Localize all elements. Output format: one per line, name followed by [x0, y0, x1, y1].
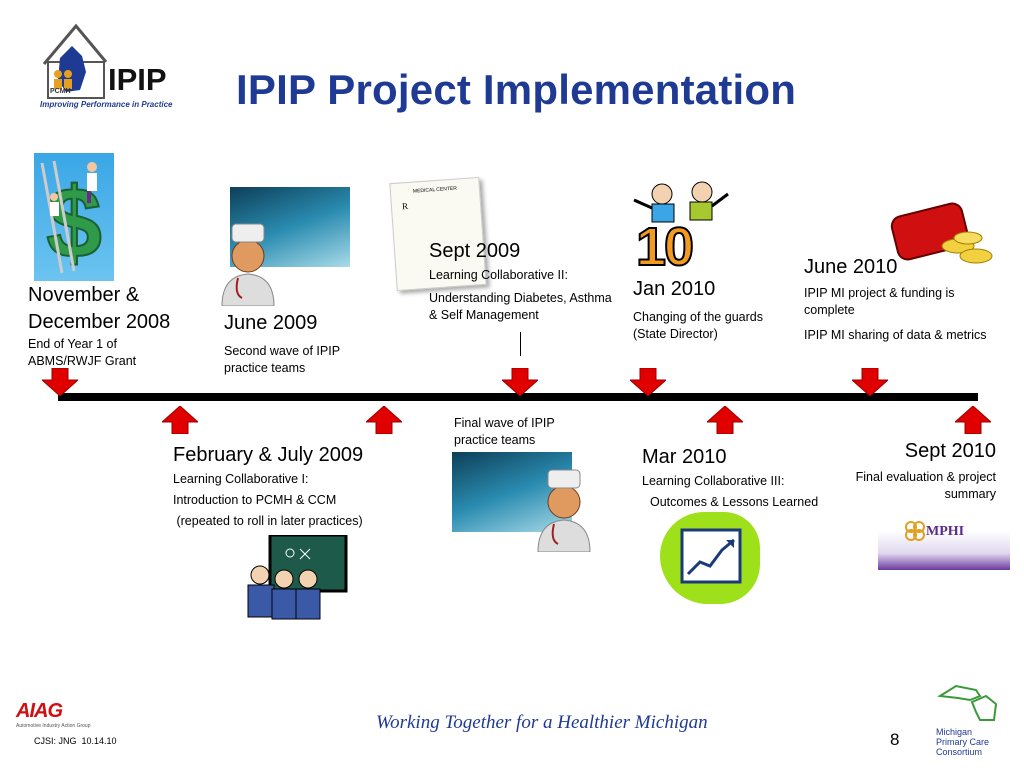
milestone-line: summary [944, 487, 996, 501]
dollar-ladder-image: $ [34, 153, 114, 281]
wallet-coins-image [888, 200, 998, 272]
milestone-date: Sept 2009 [429, 240, 521, 262]
timeline-axis [58, 393, 978, 401]
milestone-line: Second wave of IPIP [224, 344, 341, 358]
aiag-logo-text: AIAG [16, 700, 63, 722]
milestone-date: June 2010 [804, 256, 898, 278]
milestone-line: practice teams [454, 433, 536, 447]
milestone-date: Sept 2010 [904, 440, 996, 462]
milestone-line: End of Year 1 of [28, 337, 117, 351]
milestone-sept-2009: Sept 2009 Learning Collaborative II: Und… [429, 240, 615, 324]
ipip-logo-text: IPIP [108, 62, 167, 97]
milestone-date: Jan 2010 [633, 278, 716, 300]
mphi-logo-text: MPHI [926, 524, 965, 539]
milestone-nov-2008: November & December 2008 End of Year 1 o… [28, 282, 208, 370]
milestone-date: Mar 2010 [642, 446, 727, 468]
footer-tagline: Working Together for a Healthier Michiga… [376, 712, 708, 733]
up-arrow-icon [162, 406, 198, 434]
milestone-line: Outcomes & Lessons Learned [650, 495, 819, 509]
down-arrow-icon [852, 368, 888, 396]
mpcc-logo: Michigan Primary Care Consortium [936, 682, 1006, 757]
pcmh-logo-text: PCMH [50, 88, 71, 95]
michigan-map-icon [937, 684, 998, 721]
milestone-line: Changing of the guards [633, 310, 763, 324]
milestone-line: ABMS/RWJF Grant [28, 354, 137, 368]
ipip-logo: IPIP PCMH Improving Performance in Pract… [40, 22, 175, 114]
milestone-line: IPIP MI project & funding is complete [804, 286, 955, 317]
team-meeting-image [240, 533, 350, 621]
mphi-emblem-icon [905, 521, 925, 541]
up-arrow-icon [955, 406, 991, 434]
milestone-line: IPIP MI sharing of data & metrics [804, 328, 987, 342]
down-arrow-icon [630, 368, 666, 396]
milestone-line: Learning Collaborative III: [642, 474, 785, 488]
page-number: 8 [890, 730, 900, 749]
doctor-icon [212, 220, 284, 307]
down-arrow-icon [502, 368, 538, 396]
number-ten-people-image: 10 [628, 180, 732, 278]
mpcc-line: Primary Care [936, 737, 990, 747]
aiag-logo-sub: Automotive Industry Action Group [16, 723, 91, 729]
milestone-feb-july-2009: February & July 2009 Learning Collaborat… [173, 444, 413, 530]
milestone-mar-2010: Mar 2010 Learning Collaborative III: Out… [642, 446, 842, 511]
down-arrow-icon [42, 368, 78, 396]
doctor-icon [528, 466, 600, 553]
milestone-final-wave: Final wave of IPIP practice teams [454, 415, 594, 449]
milestone-line: (State Director) [633, 327, 718, 341]
mphi-logo: MPHI [878, 514, 1010, 570]
milestone-line: Final wave of IPIP [454, 416, 555, 430]
ten-number: 10 [635, 216, 695, 278]
mpcc-line: Consortium [936, 747, 983, 757]
rx-symbol: R [401, 201, 409, 212]
milestone-june-2009: June 2009 Second wave of IPIP practice t… [224, 312, 384, 377]
milestone-line: Learning Collaborative I: [173, 472, 309, 486]
milestone-sept-2010: Sept 2010 Final evaluation & project sum… [828, 440, 996, 503]
milestone-line: (repeated to roll in later practices) [173, 514, 363, 528]
milestone-jan-2010: Jan 2010 Changing of the guards (State D… [633, 278, 793, 343]
up-arrow-icon [366, 406, 402, 434]
house-michigan-logo-icon [42, 23, 108, 99]
milestone-june-2010: June 2010 IPIP MI project & funding is c… [804, 256, 994, 344]
milestone-line: Understanding Diabetes, Asthma & Self Ma… [429, 291, 612, 322]
mpcc-line: Michigan [936, 727, 973, 737]
milestone-line: Learning Collaborative II: [429, 268, 568, 282]
footer-code: CJSI: JNG 10.14.10 [34, 736, 117, 746]
milestone-date: June 2009 [224, 312, 318, 334]
aiag-logo: AIAG Automotive Industry Action Group [16, 700, 106, 729]
logo-tagline: Improving Performance in Practice [40, 100, 173, 109]
milestone-date: February & July 2009 [173, 444, 364, 466]
milestone-line: Final evaluation & project [855, 470, 996, 484]
up-arrow-icon [707, 406, 743, 434]
milestone-date: November & December 2008 [28, 284, 171, 333]
growth-chart-image [660, 512, 760, 604]
milestone-line: Introduction to PCMH & CCM [173, 493, 337, 507]
milestone-line: practice teams [224, 361, 306, 375]
page-title: IPIP Project Implementation [236, 66, 797, 113]
notepad-header: MEDICAL CENTER [412, 185, 458, 195]
connector-line [520, 332, 521, 356]
